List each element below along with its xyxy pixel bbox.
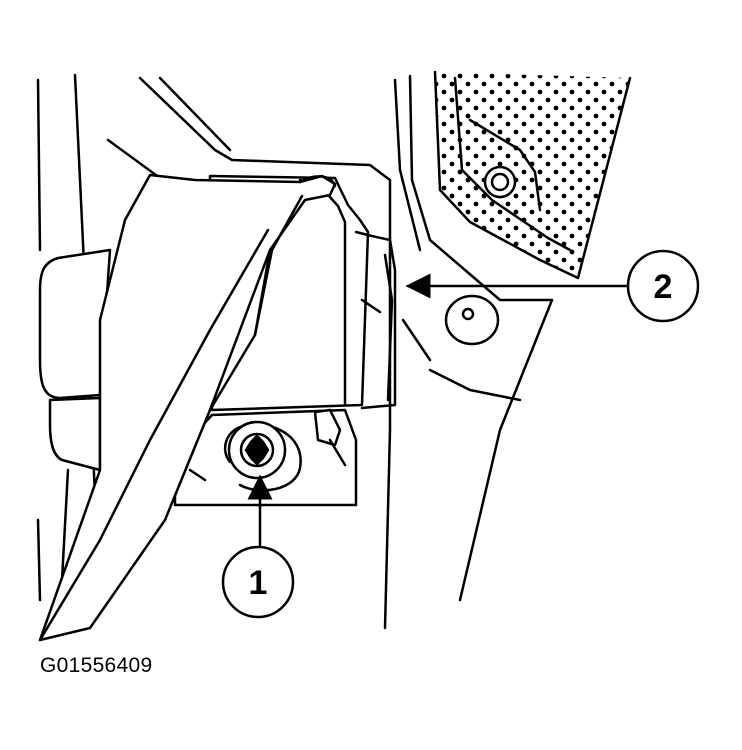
callout-2-label: 2 [654, 268, 673, 306]
callout-2-circle [626, 249, 700, 323]
belt-webbing [38, 173, 337, 642]
grille-bolt [483, 165, 517, 199]
figure-id: G01556409 [40, 654, 153, 677]
callout-leaders [247, 273, 630, 547]
callout-1-label: 1 [249, 564, 268, 602]
speaker-grille [433, 70, 632, 280]
callout-1-circle [221, 545, 295, 619]
trim-plug [444, 294, 500, 346]
anchor-bolt [227, 420, 287, 480]
